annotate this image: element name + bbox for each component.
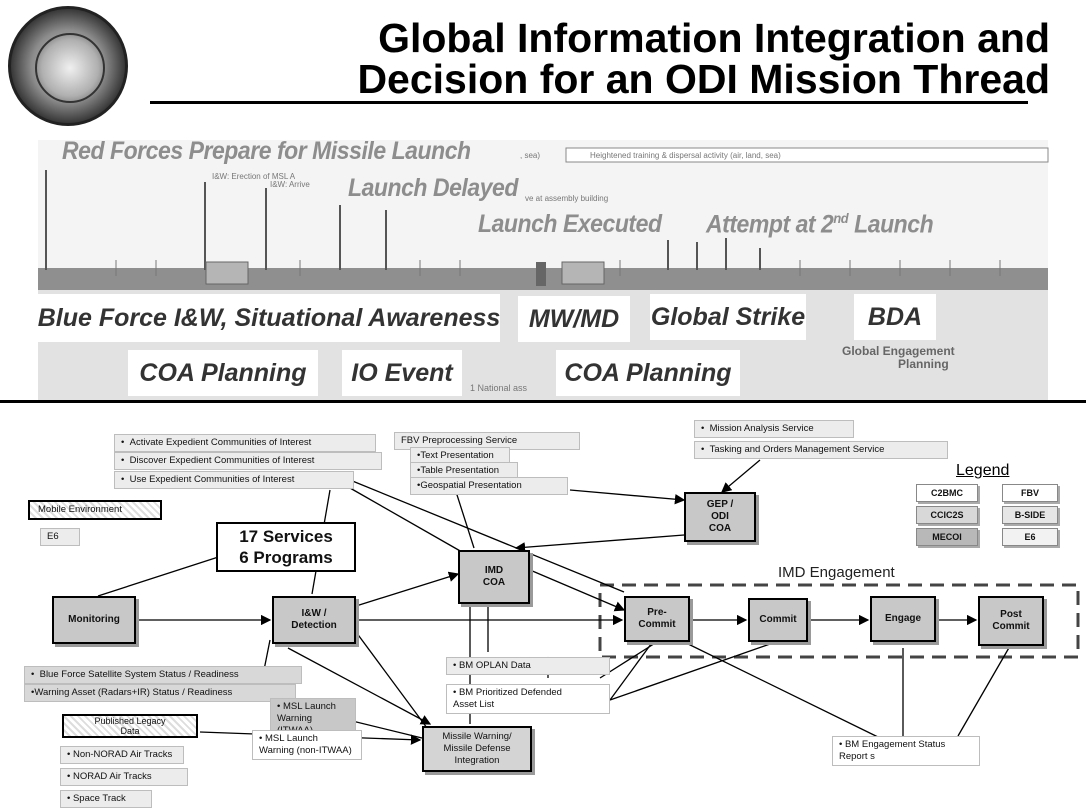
- box-mw-md: MW/MD: [518, 296, 630, 342]
- note-activate-coi: • Activate Expedient Communities of Inte…: [114, 434, 376, 452]
- timeline-note-global-engagement: Global Engagement: [842, 344, 955, 358]
- note-blue-force-satellite-text: Blue Force Satellite System Status / Rea…: [39, 669, 239, 680]
- note-discover-coi-text: Discover Expedient Communities of Intere…: [129, 455, 315, 466]
- note-warning-asset: •Warning Asset (Radars+IR) Status / Read…: [24, 684, 296, 702]
- note-mission-analysis: • Mission Analysis Service: [694, 420, 854, 438]
- note-use-coi: • Use Expedient Communities of Interest: [114, 471, 354, 489]
- dod-seal: [8, 6, 128, 126]
- box-blue-force: Blue Force I&W, Situational Awareness: [38, 294, 500, 342]
- node-missile-warning-defense: Missile Warning/ Missile Defense Integra…: [422, 726, 532, 772]
- note-fbv-geospatial: •Geospatial Presentation: [410, 477, 568, 495]
- note-bm-oplan: • BM OPLAN Data: [446, 657, 610, 675]
- label-launch-executed: Launch Executed: [478, 210, 662, 238]
- node-pre-commit: Pre- Commit: [624, 596, 690, 642]
- label-launch-delayed: Launch Delayed: [348, 174, 518, 202]
- note-msl-non-itwaa: • MSL Launch Warning (non-ITWAA): [252, 730, 362, 760]
- note-mission-analysis-text: Mission Analysis Service: [709, 423, 814, 434]
- node-commit: Commit: [748, 598, 808, 642]
- node-iw-label: I&W / Detection: [291, 608, 337, 631]
- attempt-superscript: nd: [833, 210, 849, 226]
- note-space-track: • Space Track: [60, 790, 152, 808]
- timeline-note-heightened: Heightened training & dispersal activity…: [590, 151, 781, 160]
- legend-e6: E6: [1002, 528, 1058, 546]
- node-iw-detection: I&W / Detection: [272, 596, 356, 644]
- note-bm-defended-asset: • BM Prioritized Defended Asset List: [446, 684, 610, 714]
- note-norad-text: NORAD Air Tracks: [72, 771, 152, 782]
- note-tasking-orders: • Tasking and Orders Management Service: [694, 441, 948, 459]
- section-divider: [0, 400, 1086, 403]
- published-legacy-data: Published Legacy Data: [62, 714, 198, 738]
- note-msl-non-itwaa-text: MSL Launch Warning (non-ITWAA): [259, 733, 352, 756]
- box-bda: BDA: [854, 294, 936, 340]
- node-post-commit: Post Commit: [978, 596, 1044, 646]
- node-gep-odi-coa: GEP / ODI COA: [684, 492, 756, 542]
- page-title: Global Information Integration and Decis…: [180, 18, 1050, 100]
- note-bm-engagement-status-text: BM Engagement Status Report s: [839, 739, 946, 762]
- legend-c2bmc: C2BMC: [916, 484, 978, 502]
- title-underline: [150, 101, 1028, 104]
- node-pre-commit-label: Pre- Commit: [638, 607, 676, 630]
- note-activate-coi-text: Activate Expedient Communities of Intere…: [129, 437, 312, 448]
- note-tasking-orders-text: Tasking and Orders Management Service: [709, 444, 885, 455]
- e6-box: E6: [40, 528, 80, 546]
- attempt-text-end: Launch: [848, 210, 934, 239]
- legend-ccic2s: CCIC2S: [916, 506, 978, 524]
- node-gep-label: GEP / ODI COA: [706, 499, 734, 534]
- timeline-note-erection: I&W: Erection of MSL A: [212, 172, 296, 181]
- services-count: 17 Services: [239, 527, 333, 546]
- title-line-1: Global Information Integration and: [378, 15, 1050, 61]
- box-coa-planning-1: COA Planning: [128, 350, 318, 396]
- legend-title: Legend: [956, 462, 1010, 479]
- node-engage-label: Engage: [884, 613, 922, 624]
- node-mwmd-label: Missile Warning/ Missile Defense Integra…: [442, 731, 512, 766]
- label-red-forces: Red Forces Prepare for Missile Launch: [62, 137, 471, 165]
- note-space-track-text: Space Track: [72, 793, 126, 804]
- note-bm-defended-asset-text: BM Prioritized Defended Asset List: [453, 687, 562, 710]
- timeline-note-assembly: ve at assembly building: [525, 194, 609, 203]
- node-imd-coa: IMD COA: [458, 550, 530, 604]
- note-warning-asset-text: Warning Asset (Radars+IR) Status / Readi…: [34, 687, 233, 698]
- legend-fbv: FBV: [1002, 484, 1058, 502]
- node-monitoring: Monitoring: [52, 596, 136, 644]
- title-line-2: Decision for an ODI Mission Thread: [357, 56, 1050, 102]
- note-bm-engagement-status: • BM Engagement Status Report s: [832, 736, 980, 766]
- timeline-note-arrive: I&W: Arrive: [270, 180, 310, 189]
- note-discover-coi: • Discover Expedient Communities of Inte…: [114, 452, 382, 470]
- box-coa-planning-2: COA Planning: [556, 350, 740, 396]
- note-non-norad-text: Non-NORAD Air Tracks: [72, 749, 173, 760]
- node-monitoring-label: Monitoring: [68, 614, 120, 625]
- node-engage: Engage: [870, 596, 936, 642]
- node-commit-label: Commit: [759, 614, 797, 625]
- imd-engagement-label: IMD Engagement: [778, 564, 895, 581]
- mobile-environment-box: Mobile Environment: [28, 500, 162, 520]
- note-non-norad: • Non-NORAD Air Tracks: [60, 746, 184, 764]
- eagle-icon: [35, 33, 105, 103]
- legend-b-side: B-SIDE: [1002, 506, 1058, 524]
- note-norad: • NORAD Air Tracks: [60, 768, 188, 786]
- node-post-commit-label: Post Commit: [992, 609, 1030, 632]
- note-bm-oplan-text: BM OPLAN Data: [458, 660, 531, 671]
- note-use-coi-text: Use Expedient Communities of Interest: [129, 474, 295, 485]
- legend-mecoi: MECOI: [916, 528, 978, 546]
- programs-count: 6 Programs: [239, 548, 333, 567]
- timeline-note-national: 1 National ass: [470, 383, 528, 393]
- box-io-event: IO Event: [342, 350, 462, 396]
- timeline-note-sea: , sea): [520, 151, 541, 160]
- note-blue-force-satellite: • Blue Force Satellite System Status / R…: [24, 666, 302, 684]
- timeline-note-planning: Planning: [898, 357, 949, 371]
- box-global-strike: Global Strike: [650, 294, 806, 340]
- label-attempt-second-launch: Attempt at 2nd Launch: [706, 210, 934, 239]
- attempt-text: Attempt at 2: [706, 210, 834, 239]
- services-callout: 17 Services 6 Programs: [216, 522, 356, 572]
- node-imd-coa-label: IMD COA: [482, 565, 506, 588]
